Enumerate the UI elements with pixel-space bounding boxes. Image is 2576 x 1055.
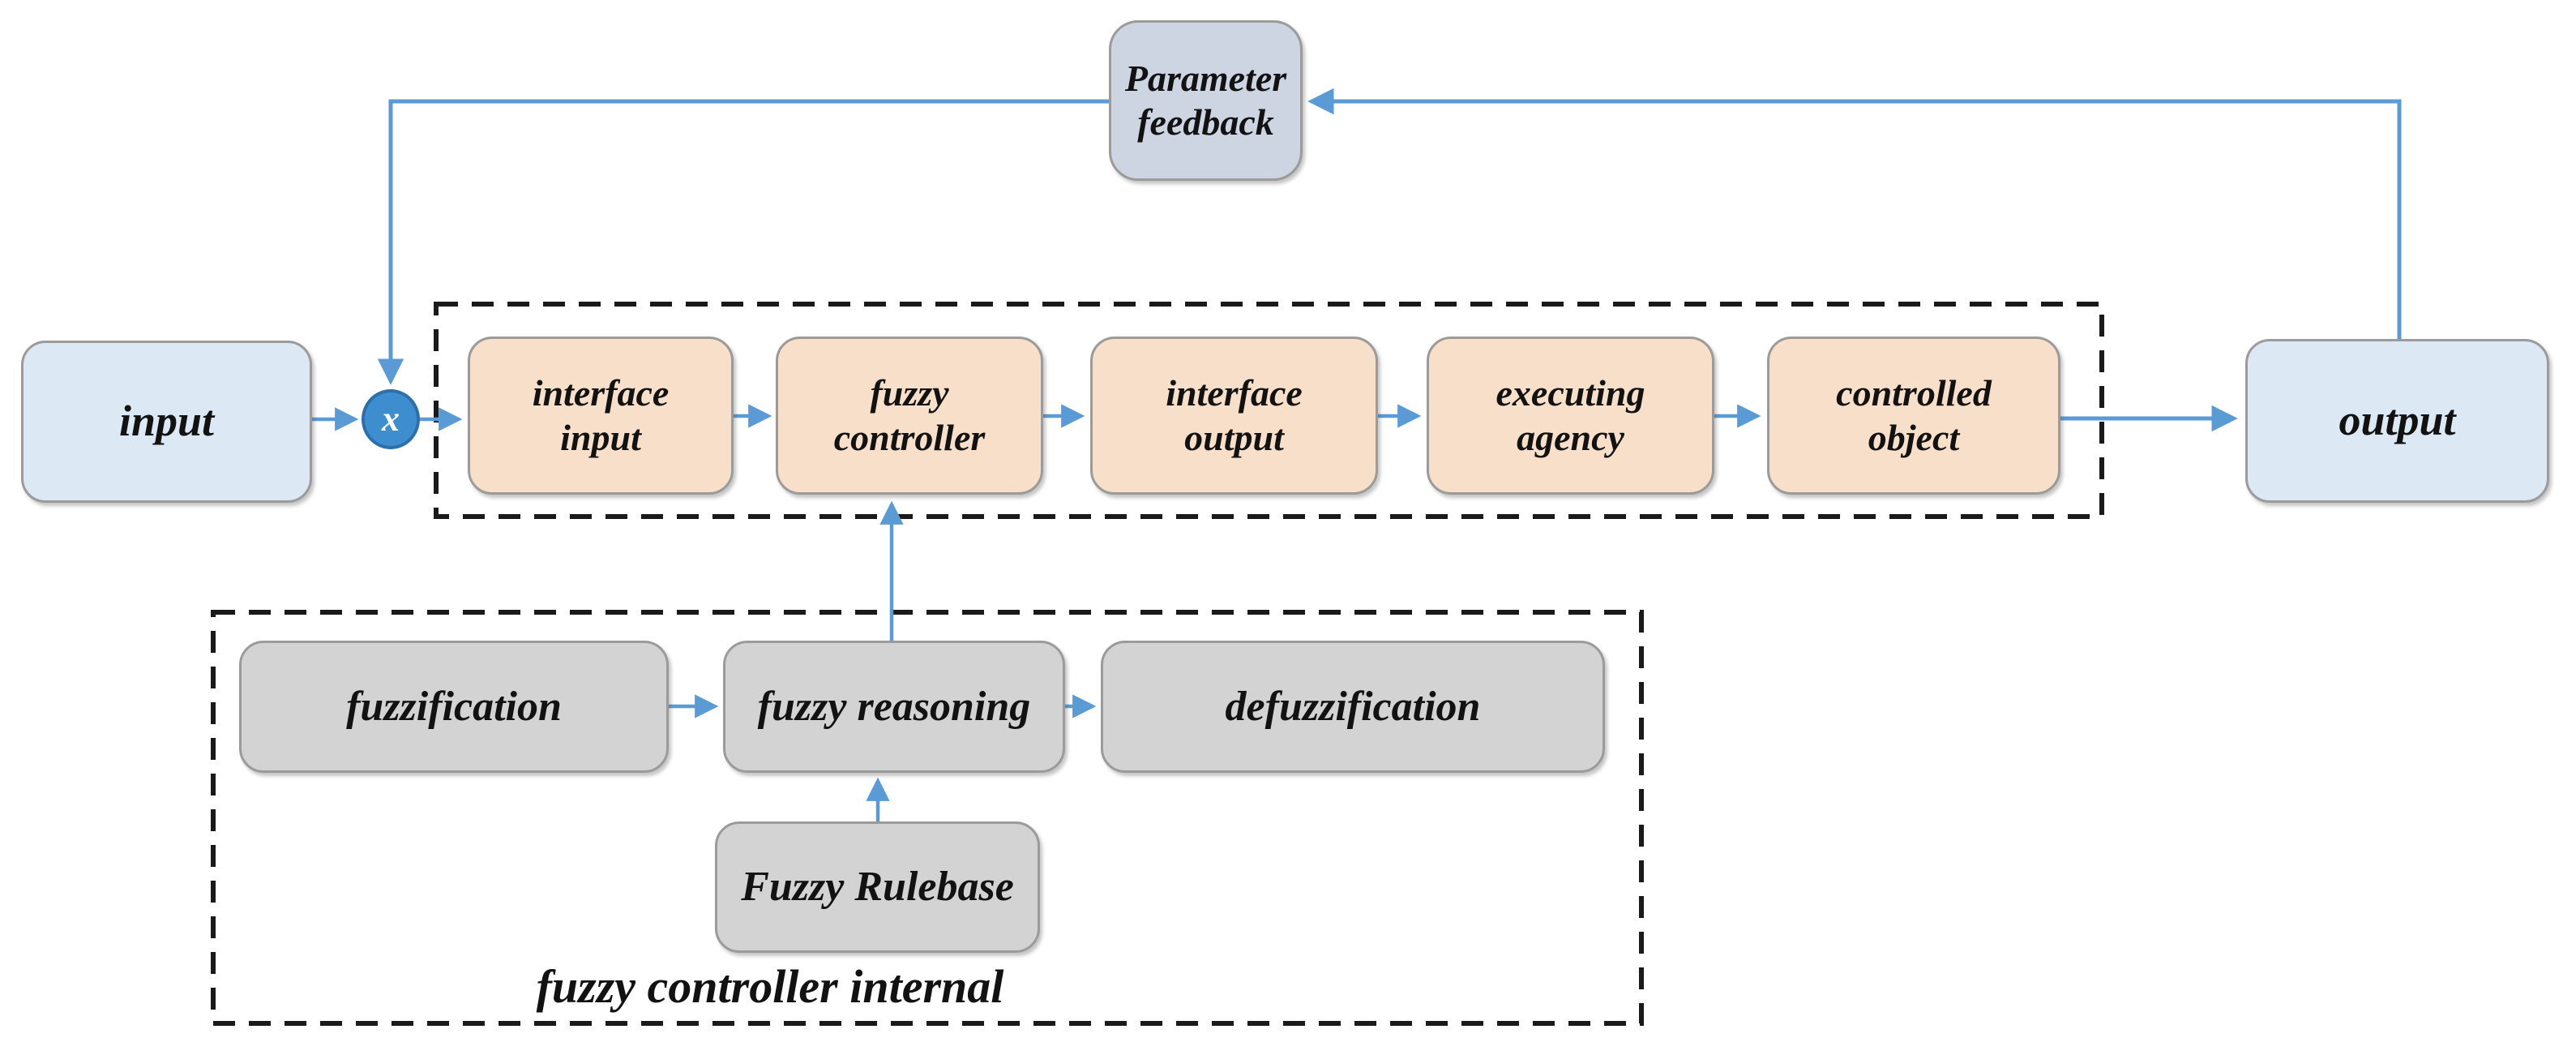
fuzzy-internal-caption: fuzzy controller internal: [450, 959, 1090, 1014]
node-output: output: [2245, 339, 2549, 503]
arrow-parameter-feedback-to-junction: [377, 99, 1109, 385]
node-fuzzy-controller: fuzzy controller: [776, 337, 1043, 495]
fuzzy-internal-caption-label: fuzzy controller internal: [536, 960, 1004, 1013]
node-interface-output: interface output: [1090, 337, 1378, 495]
node-fuzzy-reasoning-label: fuzzy reasoning: [757, 683, 1031, 730]
node-fuzzy-rulebase-label: Fuzzy Rulebase: [741, 864, 1014, 911]
arrow-output-to-parameter-feedback: [1307, 88, 2402, 339]
node-fuzzification: fuzzification: [239, 641, 669, 773]
node-executing-agency: executing agency: [1427, 337, 1714, 495]
node-fuzzification-label: fuzzification: [346, 683, 562, 730]
node-input-label: input: [118, 397, 215, 446]
node-fuzzy-controller-label: fuzzy controller: [833, 372, 986, 458]
node-executing-agency-label: executing agency: [1496, 372, 1645, 458]
node-input: input: [21, 341, 312, 503]
node-fuzzy-reasoning: fuzzy reasoning: [723, 641, 1065, 773]
node-interface-input-label: interface input: [532, 372, 670, 458]
multiply-junction: x: [362, 389, 420, 449]
control-loop-dashed-box: [434, 302, 2104, 519]
multiply-junction-label: x: [382, 399, 400, 440]
node-interface-input: interface input: [468, 337, 734, 495]
node-parameter-feedback: Parameter feedback: [1109, 20, 1303, 181]
node-controlled-object-label: controlled object: [1836, 372, 1992, 458]
node-controlled-object: controlled object: [1767, 337, 2060, 495]
node-output-label: output: [2339, 396, 2456, 445]
node-defuzzification-label: defuzzification: [1225, 683, 1481, 730]
node-interface-output-label: interface output: [1166, 372, 1303, 458]
fuzzy-internal-dashed-box: [211, 610, 1644, 1026]
node-parameter-feedback-label: Parameter feedback: [1124, 57, 1287, 143]
node-fuzzy-rulebase: Fuzzy Rulebase: [715, 821, 1040, 953]
node-defuzzification: defuzzification: [1101, 641, 1605, 773]
